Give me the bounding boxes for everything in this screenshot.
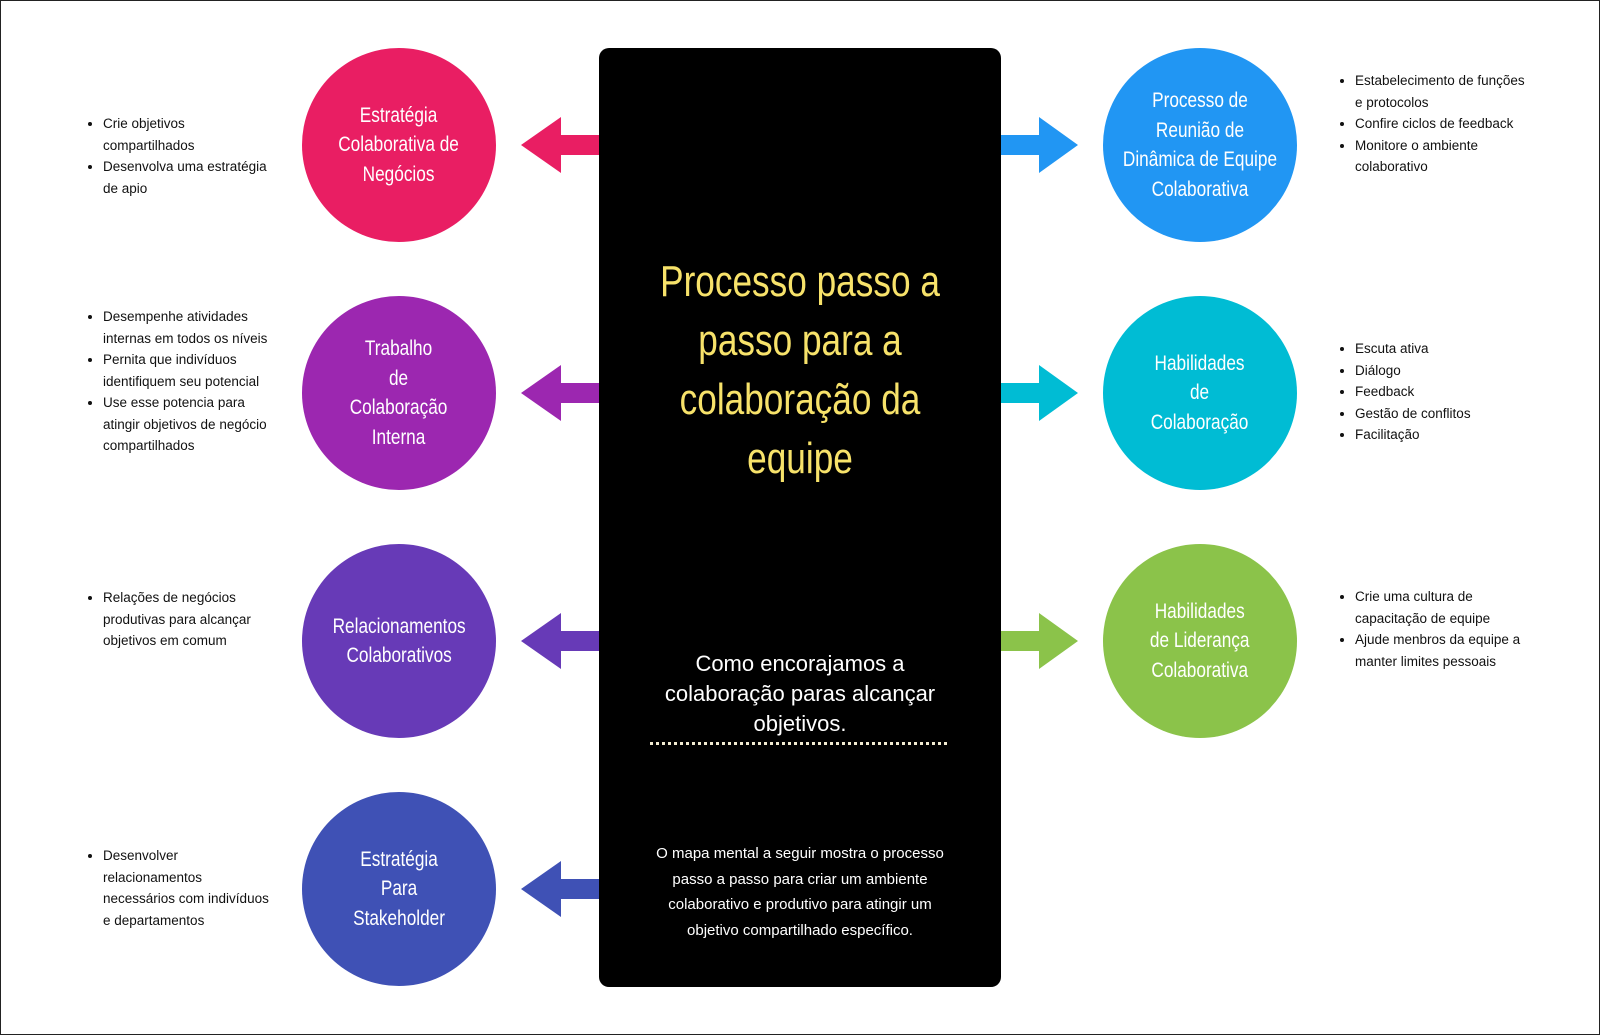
right-node-bullets: Escuta ativaDiálogoFeedbackGestão de con… [1340, 338, 1535, 446]
bullet-item: Gestão de conflitos [1355, 403, 1535, 425]
title-line: colaboração da [679, 375, 921, 424]
left-node-bullets: Relações de negócios produtivas para alc… [88, 587, 273, 652]
bullet-item: Desempenhe atividades internas em todos … [103, 306, 273, 349]
subtitle-line: Como encorajamos a [695, 651, 905, 676]
right-arrow [1000, 117, 1078, 173]
bullet-item: Use esse potencia para atingir objetivos… [103, 392, 273, 457]
right-arrow [1000, 613, 1078, 669]
bullet-item: Facilitação [1355, 424, 1535, 446]
node-label-line: de [389, 366, 409, 390]
left-arrow [521, 613, 600, 669]
title-line: equipe [747, 434, 853, 483]
dotted-divider [650, 742, 947, 745]
node-label-line: Habilidades [1155, 599, 1245, 623]
node-label-line: Habilidades [1155, 351, 1245, 375]
description-line: O mapa mental a seguir mostra o processo [656, 845, 944, 862]
node-label-line: Colaboração [350, 396, 448, 419]
left-node-bullets: Desenvolver relacionamentos necessários … [88, 845, 273, 931]
node-label-line: Colaborativa [1151, 658, 1249, 682]
title-line: passo para a [698, 316, 902, 365]
description-line: objetivo compartilhado específico. [687, 921, 913, 939]
left-arrow [521, 365, 600, 421]
node-label-line: Estratégia [360, 847, 438, 871]
node-label-line: Estratégia [360, 103, 438, 127]
node-label-line: Dinâmica de Equipe [1122, 148, 1278, 171]
node-label-line: Colaborativos [346, 644, 452, 667]
bullet-item: Estabelecimento de funções e protocolos [1355, 70, 1535, 113]
node-label-line: Interna [372, 425, 426, 449]
node-label-line: Processo de [1152, 89, 1248, 112]
bullet-item: Relações de negócios produtivas para alc… [103, 587, 273, 652]
right-node-bullets: Estabelecimento de funções e protocolosC… [1340, 70, 1535, 178]
bullet-item: Monitore o ambiente colaborativo [1355, 135, 1535, 178]
description-line: colaborativo e produtivo para atingir um [668, 896, 932, 913]
bullet-item: Feedback [1355, 381, 1535, 403]
node-label-line: Reunião de [1155, 118, 1245, 142]
node-label-line: Colaborativa de [338, 133, 460, 157]
left-arrow [521, 117, 600, 173]
bullet-item: Pernita que indivíduos identifiquem seu … [103, 349, 273, 392]
subtitle-line: objetivos. [753, 711, 847, 736]
bullet-item: Crie uma cultura de capacitação de equip… [1355, 586, 1535, 629]
subtitle-line: colaboração paras alcançar [664, 681, 936, 706]
node-label-line: Negócios [363, 162, 435, 186]
node-label-line: de [1190, 381, 1210, 405]
bullet-item: Crie objetivos compartilhados [103, 113, 273, 156]
central-panel: Processo passo a passo para a colaboraçã… [599, 48, 1001, 987]
central-title: Processo passo a passo para a colaboraçã… [639, 252, 961, 488]
bullet-item: Escuta ativa [1355, 338, 1535, 360]
right-node-bullets: Crie uma cultura de capacitação de equip… [1340, 586, 1535, 672]
central-subtitle: Como encorajamos a colaboração paras alc… [599, 649, 1001, 739]
right-arrow [1000, 365, 1078, 421]
bullet-item: Confire ciclos de feedback [1355, 113, 1535, 135]
node-label-line: Colaborativa [1151, 177, 1249, 201]
left-node-bullets: Desempenhe atividades internas em todos … [88, 306, 273, 457]
bullet-item: Ajude menbros da equipe a manter limites… [1355, 629, 1535, 672]
node-label-line: Colaboração [1151, 410, 1249, 434]
node-label-line: Relacionamentos [332, 614, 466, 638]
bullet-item: Diálogo [1355, 360, 1535, 382]
node-label-line: Trabalho [365, 337, 433, 360]
central-description: O mapa mental a seguir mostra o processo… [599, 841, 1001, 943]
description-line: passo a passo para criar um ambiente [672, 870, 928, 888]
left-node-bullets: Crie objetivos compartilhadosDesenvolva … [88, 113, 273, 199]
node-label-line: de Liderança [1150, 629, 1250, 653]
bullet-item: Desenvolver relacionamentos necessários … [103, 845, 273, 931]
left-arrow [521, 861, 600, 917]
bullet-item: Desenvolva uma estratégia de apio [103, 156, 273, 199]
node-label-line: Para [380, 877, 418, 901]
node-label-line: Stakeholder [353, 906, 445, 930]
title-line: Processo passo a [660, 257, 940, 306]
